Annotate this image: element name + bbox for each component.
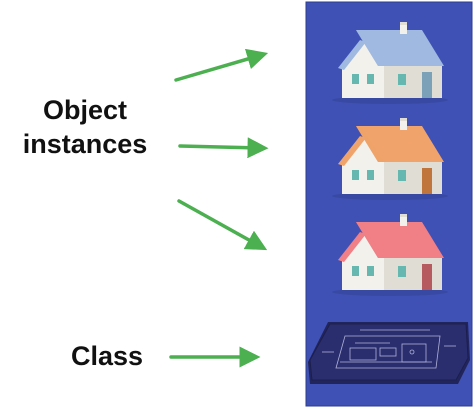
house-window [352, 74, 359, 84]
object-instances-label-line2: instances [22, 129, 148, 159]
arrow-right-icon [178, 137, 269, 159]
house-roof-front [338, 136, 366, 166]
house-door [422, 264, 432, 290]
house-chimney [400, 214, 407, 226]
house-door [422, 168, 432, 194]
house-side-wall [384, 66, 442, 98]
house-window [398, 266, 406, 277]
class-label: Class [70, 341, 144, 371]
house-window [398, 170, 406, 181]
house-roof-edge [356, 126, 384, 162]
house-icon [332, 118, 448, 200]
house-window [367, 266, 374, 276]
house-door [422, 72, 432, 98]
object-instances-label-line1: Object [42, 95, 128, 125]
house-window [398, 74, 406, 85]
object-instances-label: Object instances [14, 93, 156, 161]
house-roof-front [338, 232, 366, 262]
house-roof-front [338, 40, 366, 70]
house-chimney [400, 118, 407, 130]
arrow-right-icon [174, 48, 269, 82]
arrow-right-icon [177, 199, 268, 251]
house-side-wall [384, 258, 442, 290]
house-icon [332, 214, 448, 296]
house-window [352, 266, 359, 276]
house-chimney [400, 22, 407, 34]
house-icon [332, 22, 448, 104]
house-side-wall [384, 162, 442, 194]
house-chimney-top [400, 22, 407, 25]
house-roof-edge [356, 222, 384, 258]
arrows [169, 48, 269, 368]
house-window [367, 74, 374, 84]
house-chimney-top [400, 214, 407, 217]
house-roof-edge [356, 30, 384, 66]
house-window [352, 170, 359, 180]
house-chimney-top [400, 118, 407, 121]
house-window [367, 170, 374, 180]
blueprint-icon [308, 322, 470, 384]
